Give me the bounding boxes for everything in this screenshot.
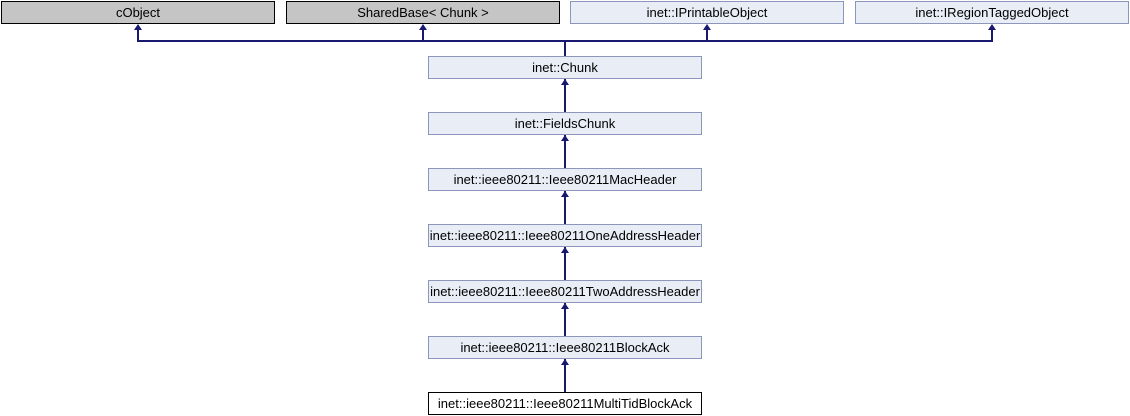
inheritance-line bbox=[564, 247, 566, 280]
class-box-cobject: cObject bbox=[1, 1, 275, 24]
inheritance-line bbox=[564, 135, 566, 168]
inheritance-arrowhead-sharedbase bbox=[419, 24, 427, 30]
inheritance-line bbox=[564, 79, 566, 112]
class-box-sharedbase-chunk: SharedBase< Chunk > bbox=[286, 1, 560, 24]
inheritance-line bbox=[564, 42, 566, 56]
class-box-ieee80211twoaddressheader[interactable]: inet::ieee80211::Ieee80211TwoAddressHead… bbox=[428, 280, 702, 303]
inheritance-line bbox=[564, 303, 566, 336]
inheritance-arrowhead-oneaddressheader bbox=[561, 247, 569, 253]
inheritance-arrowhead-macheader bbox=[561, 191, 569, 197]
inheritance-arrowhead-fieldschunk bbox=[561, 135, 569, 141]
inheritance-line bbox=[564, 191, 566, 224]
inheritance-arrowhead-cobject bbox=[134, 24, 142, 30]
inheritance-line bbox=[706, 29, 708, 42]
inheritance-arrowhead-iregiontaggedobject bbox=[988, 24, 996, 30]
inheritance-arrowhead-chunk bbox=[561, 79, 569, 85]
class-box-ieee80211oneaddressheader[interactable]: inet::ieee80211::Ieee80211OneAddressHead… bbox=[428, 224, 702, 247]
class-box-ieee80211multitidblockack: inet::ieee80211::Ieee80211MultiTidBlockA… bbox=[428, 392, 702, 415]
inheritance-arrowhead-iprintableobject bbox=[703, 24, 711, 30]
class-box-ieee80211blockack[interactable]: inet::ieee80211::Ieee80211BlockAck bbox=[428, 336, 702, 359]
inheritance-line bbox=[422, 29, 424, 42]
inheritance-arrowhead-blockack bbox=[561, 359, 569, 365]
class-box-fieldschunk[interactable]: inet::FieldsChunk bbox=[428, 112, 702, 135]
inheritance-arrowhead-twoaddressheader bbox=[561, 303, 569, 309]
class-box-ieee80211macheader[interactable]: inet::ieee80211::Ieee80211MacHeader bbox=[428, 168, 702, 191]
class-box-iprintableobject[interactable]: inet::IPrintableObject bbox=[570, 1, 844, 24]
inheritance-line bbox=[991, 29, 993, 42]
inheritance-line bbox=[137, 29, 139, 42]
class-box-iregiontaggedobject[interactable]: inet::IRegionTaggedObject bbox=[855, 1, 1129, 24]
class-box-chunk[interactable]: inet::Chunk bbox=[428, 56, 702, 79]
inheritance-line bbox=[564, 359, 566, 392]
inheritance-join-line bbox=[137, 40, 993, 42]
